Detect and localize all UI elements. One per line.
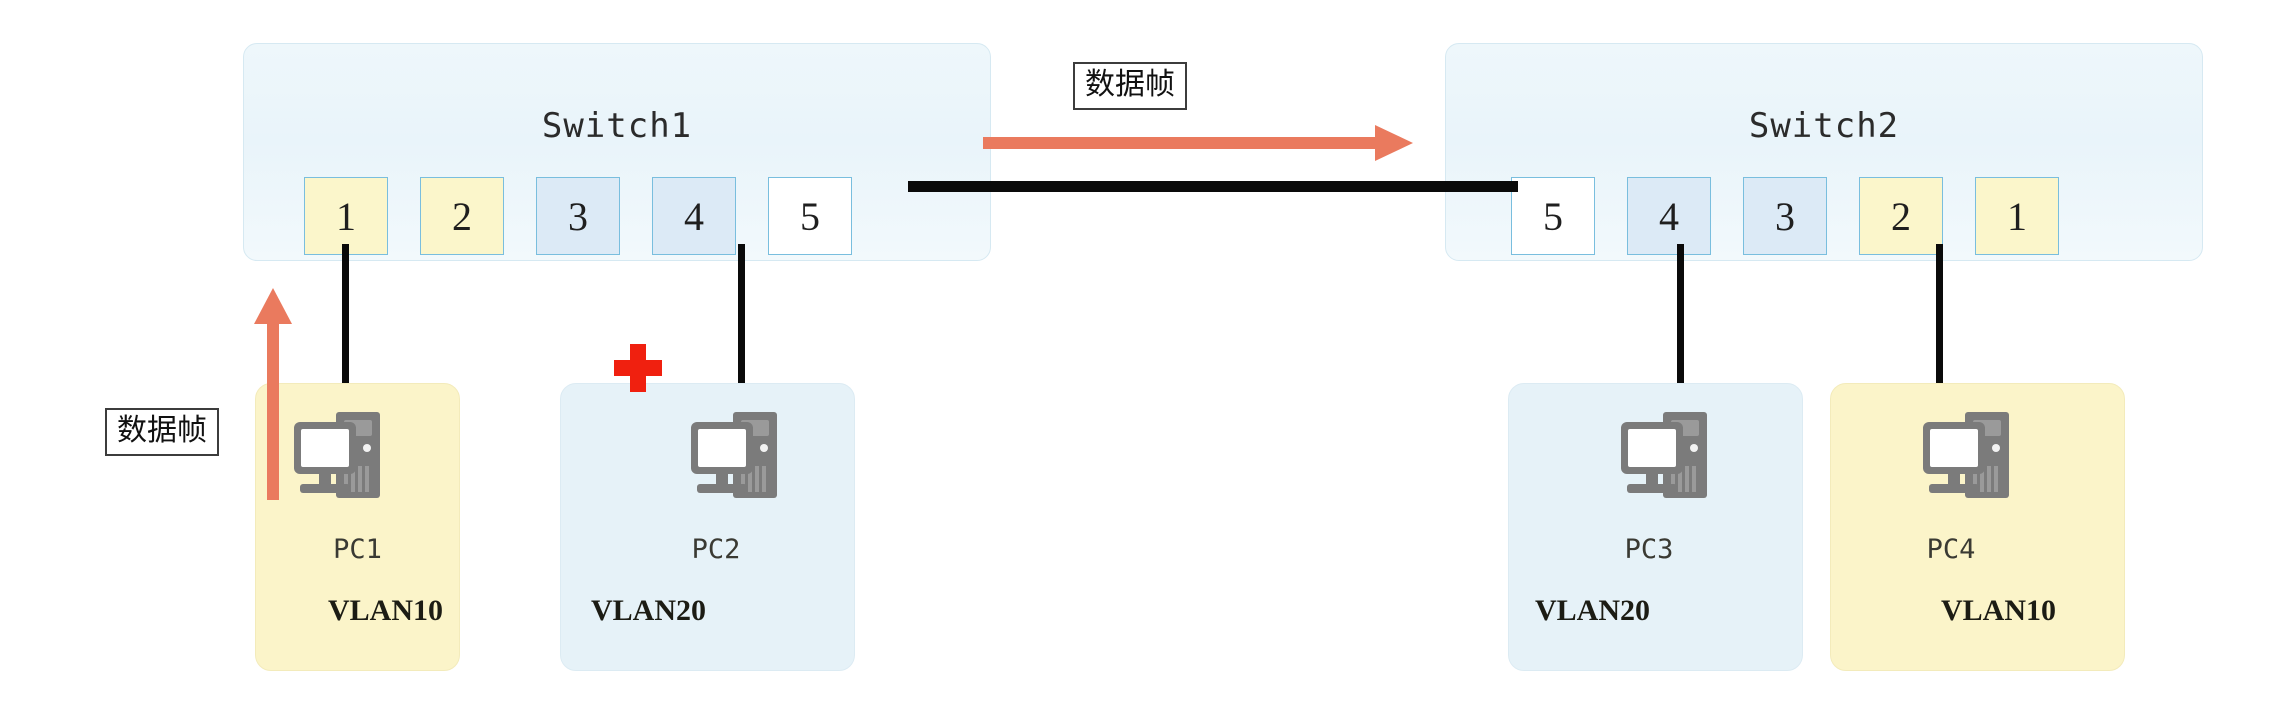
switch1-port-5[interactable]: 5 <box>768 177 852 255</box>
switch1-chassis[interactable]: Switch1 1 2 3 4 5 <box>243 43 991 261</box>
switch2-port-1[interactable]: 1 <box>1975 177 2059 255</box>
pc2-name-label: PC2 <box>691 534 741 565</box>
switch1-port-2[interactable]: 2 <box>420 177 504 255</box>
cable-switch2-port4-to-pc3 <box>1677 244 1684 430</box>
switch1-port-row: 1 2 3 4 5 <box>304 177 852 255</box>
cable-switch1-port1-to-pc1 <box>342 244 349 430</box>
switch2-label: Switch2 <box>1748 106 1900 146</box>
pc1-desktop-icon <box>292 408 418 519</box>
pc3-vlan-label: VLAN20 <box>1535 594 1651 627</box>
pc4-desktop-icon <box>1921 408 2047 519</box>
red-cross-icon <box>610 340 666 401</box>
switch2-port-3[interactable]: 3 <box>1743 177 1827 255</box>
arrow-up-icon <box>252 288 294 505</box>
frame-label-top: 数据帧 <box>1073 62 1187 110</box>
switch2-port-5[interactable]: 5 <box>1511 177 1595 255</box>
pc4-vlan-label: VLAN10 <box>1941 594 2057 627</box>
switch2-port-row: 5 4 3 2 1 <box>1511 177 2059 255</box>
pc2-group-box[interactable]: PC2 VLAN20 <box>560 383 855 671</box>
switch2-chassis[interactable]: Switch2 5 4 3 2 1 <box>1445 43 2203 261</box>
pc3-desktop-icon <box>1619 408 1745 519</box>
pc1-vlan-label: VLAN10 <box>328 594 444 627</box>
cable-switch2-port2-to-pc4 <box>1936 244 1943 430</box>
cable-switch1-port4-to-pc2 <box>738 244 745 430</box>
switch1-port-3[interactable]: 3 <box>536 177 620 255</box>
pc2-vlan-label: VLAN20 <box>591 594 707 627</box>
pc1-name-label: PC1 <box>333 534 382 565</box>
frame-label-left: 数据帧 <box>105 408 219 456</box>
switch2-port-4[interactable]: 4 <box>1627 177 1711 255</box>
pc2-desktop-icon <box>689 408 815 519</box>
pc4-name-label: PC4 <box>1926 534 1976 565</box>
pc3-group-box[interactable]: PC3 VLAN20 <box>1508 383 1803 671</box>
pc4-group-box[interactable]: PC4 VLAN10 <box>1830 383 2125 671</box>
switch1-label: Switch1 <box>541 106 693 146</box>
trunk-cable <box>908 181 1518 192</box>
switch1-port-4[interactable]: 4 <box>652 177 736 255</box>
arrow-right-icon <box>983 123 1413 168</box>
pc1-group-box[interactable]: PC1 VLAN10 <box>255 383 460 671</box>
switch2-port-2[interactable]: 2 <box>1859 177 1943 255</box>
switch1-port-1[interactable]: 1 <box>304 177 388 255</box>
pc3-name-label: PC3 <box>1624 534 1674 565</box>
